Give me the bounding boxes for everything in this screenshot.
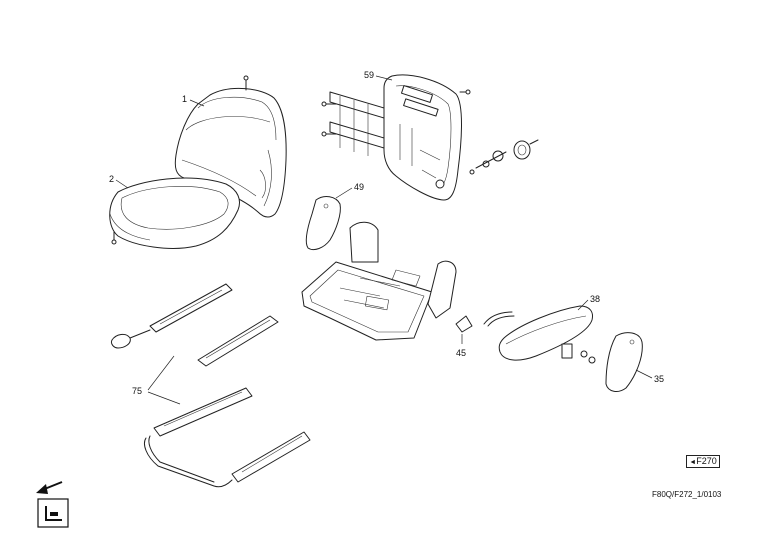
document-code: F80Q/F272_1/0103 xyxy=(652,490,722,499)
leader-lines xyxy=(115,75,653,405)
armrest xyxy=(498,305,596,364)
slide-rail-lower-right xyxy=(231,431,311,483)
label-38: 38 xyxy=(590,294,600,304)
arrow-left-icon: ◄ xyxy=(689,459,697,466)
label-45: 45 xyxy=(456,348,466,358)
release-bar xyxy=(144,435,233,488)
label-59: 59 xyxy=(364,70,374,80)
seat-pan-base xyxy=(301,221,457,341)
arrow-down-left-icon[interactable] xyxy=(36,481,63,494)
label-75: 75 xyxy=(132,386,142,396)
seat-back-cushion xyxy=(174,87,287,218)
label-1: 1 xyxy=(182,94,187,104)
bolt-bottom-left xyxy=(111,231,117,245)
label-2: 2 xyxy=(109,174,114,184)
reference-figure-box[interactable]: ◄F270 xyxy=(686,455,720,468)
label-49: 49 xyxy=(354,182,364,192)
adjustment-knob xyxy=(469,139,539,175)
bracket xyxy=(455,311,515,333)
slide-rail-upper-left xyxy=(111,283,233,349)
side-cover-left xyxy=(305,196,341,251)
slide-rail-upper-right xyxy=(197,315,279,367)
seat-symbol-icon xyxy=(37,498,69,528)
backrest-frame xyxy=(329,74,462,201)
label-35: 35 xyxy=(654,374,664,384)
bolt-top xyxy=(243,75,249,91)
frame-bolts xyxy=(321,89,471,137)
side-cover-right xyxy=(605,332,643,392)
seat-cushion xyxy=(109,177,240,249)
reference-code: F270 xyxy=(696,456,717,466)
slide-rail-lower-left xyxy=(153,387,253,437)
